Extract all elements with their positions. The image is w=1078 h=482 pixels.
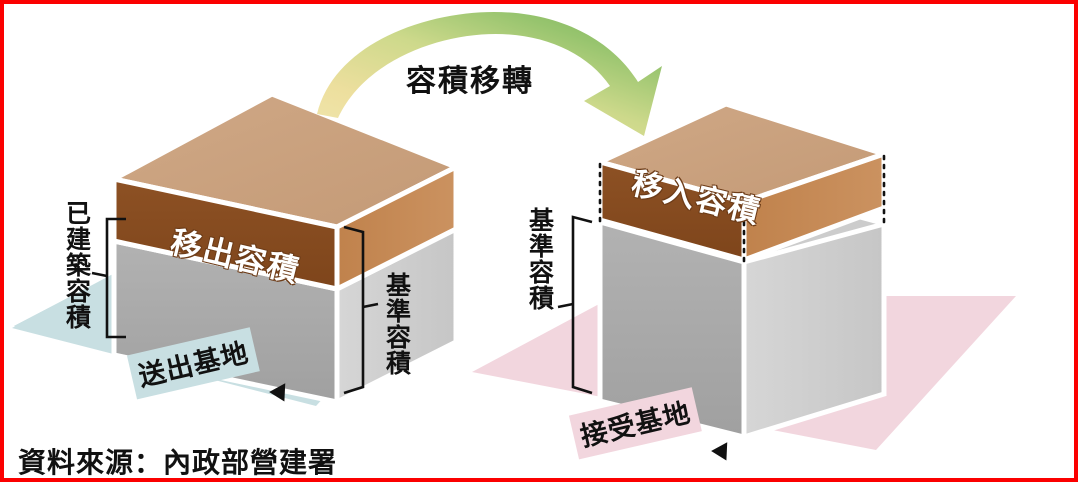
- gap-dotted-lines: [598, 154, 886, 266]
- bracket-built-volume: [91, 217, 126, 339]
- diagram-stage: 容積移轉 已建築容積 基準容積 基準容積 移出容積 移入容積 送出基地 接受基地…: [4, 4, 1074, 478]
- volume-transfer-arrow: [317, 12, 662, 136]
- label-built-volume: 已建築容積: [62, 200, 92, 330]
- isometric-diagram-svg: [12, 12, 1016, 450]
- left-brown-block: [106, 91, 463, 294]
- bracket-base-volume-left: [343, 225, 379, 395]
- source-note: 資料來源：內政部營建署: [18, 446, 338, 479]
- bracket-base-volume-right: [557, 215, 593, 395]
- label-base-volume-right: 基準容積: [525, 207, 555, 311]
- label-base-volume-left: 基準容積: [382, 272, 412, 376]
- arrow-title: 容積移轉: [406, 64, 534, 99]
